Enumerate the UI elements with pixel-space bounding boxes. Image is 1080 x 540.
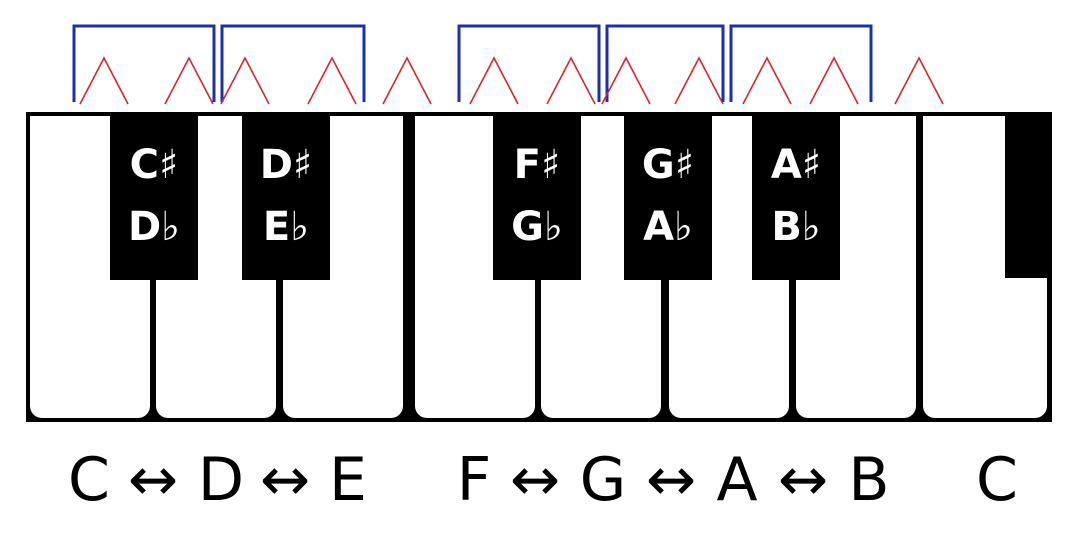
- whole-step-bracket-5: [729, 24, 873, 102]
- flat-label: B♭: [771, 204, 821, 250]
- double-arrow-icon: ↔: [645, 445, 697, 515]
- double-arrow-icon: ↔: [259, 445, 311, 515]
- interval-annotations: [72, 24, 944, 105]
- note-b: B: [848, 445, 890, 515]
- sharp-label: D♯: [259, 142, 313, 188]
- half-step-arch-9: [674, 56, 724, 105]
- whole-step-bracket-3: [457, 24, 601, 102]
- half-step-arch-12: [894, 56, 944, 105]
- double-arrow-icon: ↔: [509, 445, 561, 515]
- half-step-arch-5: [382, 56, 432, 105]
- flat-label: E♭: [262, 204, 310, 250]
- whole-step-bracket-2: [220, 24, 366, 102]
- note-a: A: [716, 445, 758, 515]
- half-step-arch-8: [601, 56, 651, 105]
- half-step-arches: [79, 56, 944, 105]
- half-step-arch-6: [469, 56, 519, 105]
- whole-step-bracket-4: [605, 24, 725, 102]
- half-step-arch-10: [742, 56, 792, 105]
- whole-step-brackets: [72, 24, 873, 102]
- double-arrow-icon: ↔: [127, 445, 179, 515]
- whole-step-bracket-1: [72, 24, 216, 102]
- sharp-label: C♯: [129, 142, 179, 188]
- half-step-arch-7: [546, 56, 596, 105]
- note-d: D: [197, 445, 245, 515]
- half-step-arch-11: [809, 56, 859, 105]
- note-c-high: C: [976, 445, 1018, 515]
- black-key-f-sharp: F♯ G♭: [493, 112, 581, 280]
- note-f: F: [456, 445, 492, 515]
- note-c: C: [68, 445, 110, 515]
- black-key-partial: [1005, 112, 1052, 278]
- flat-label: D♭: [127, 204, 181, 250]
- sharp-label: F♯: [513, 142, 561, 188]
- half-step-arch-3: [220, 56, 270, 105]
- black-key-g-sharp: G♯ A♭: [624, 112, 712, 280]
- sharp-label: G♯: [641, 142, 695, 188]
- black-key-c-sharp: C♯ D♭: [110, 112, 198, 280]
- half-step-arch-1: [79, 56, 129, 105]
- black-key-d-sharp: D♯ E♭: [242, 112, 330, 280]
- note-name-row: C ↔ D ↔ E F ↔ G ↔ A ↔ B C: [0, 440, 1080, 520]
- black-key-a-sharp: A♯ B♭: [752, 112, 840, 280]
- note-g: G: [579, 445, 627, 515]
- flat-label: A♭: [643, 204, 693, 250]
- note-e: E: [329, 445, 367, 515]
- half-step-arch-2: [164, 56, 214, 105]
- sharp-label: A♯: [770, 142, 822, 188]
- piano-keyboard: C♯ D♭ D♯ E♭ F♯ G♭ G♯ A♭ A♯ B♭: [26, 112, 1052, 422]
- half-step-arch-4: [307, 56, 357, 105]
- double-arrow-icon: ↔: [777, 445, 829, 515]
- flat-label: G♭: [511, 204, 563, 250]
